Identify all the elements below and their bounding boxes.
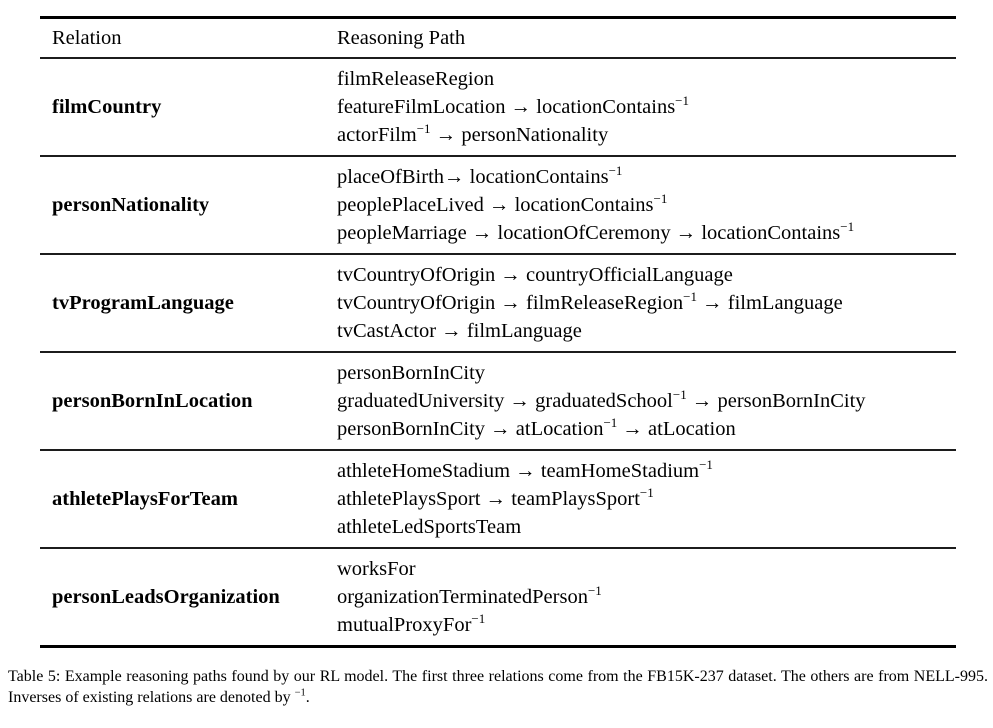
- inverse-superscript: −1: [471, 611, 486, 627]
- inverse-superscript: −1: [608, 163, 623, 179]
- reasoning-path: actorFilm−1 → personNationality: [337, 121, 609, 146]
- reasoning-paths-cell: worksFor organizationTerminatedPerson−1 mu…: [337, 549, 956, 645]
- inverse-superscript: −1: [603, 415, 618, 431]
- reasoning-path: graduatedUniversity → graduatedSchool−1 …: [337, 387, 866, 412]
- inverse-superscript: −1: [653, 191, 668, 207]
- table-caption: Table 5: Example reasoning paths found b…: [8, 668, 988, 706]
- reasoning-path: placeOfBirth→ locationContains−1: [337, 163, 623, 188]
- relation-name: personLeadsOrganization: [52, 585, 280, 608]
- relation-name: personNationality: [52, 193, 210, 216]
- inverse-superscript: −1: [672, 387, 687, 403]
- reasoning-paths-cell: personBornInCity graduatedUniversity → gr…: [337, 353, 956, 449]
- reasoning-path: featureFilmLocation → locationContains−1: [337, 93, 690, 118]
- table-row: athletePlaysForTeam athleteHomeStadium → …: [40, 451, 956, 549]
- inverse-superscript: −1: [675, 93, 690, 109]
- reasoning-paths-cell: placeOfBirth→ locationContains−1 peoplePl…: [337, 157, 956, 253]
- relation-name: athletePlaysForTeam: [52, 487, 238, 510]
- reasoning-path: tvCastActor → filmLanguage: [337, 320, 582, 342]
- reasoning-path: tvCountryOfOrigin → countryOfficialLangu…: [337, 264, 733, 286]
- reasoning-path: athleteLedSportsTeam: [337, 516, 522, 538]
- relation-name: personBornInLocation: [52, 389, 253, 412]
- reasoning-path: athletePlaysSport → teamPlaysSport−1: [337, 485, 654, 510]
- inverse-superscript: −1: [587, 583, 602, 599]
- reasoning-path: organizationTerminatedPerson−1: [337, 583, 602, 608]
- reasoning-paths-cell: athleteHomeStadium → teamHomeStadium−1 at…: [337, 451, 956, 547]
- table-row: personNationality placeOfBirth→ locationC…: [40, 157, 956, 255]
- inverse-superscript: −1: [699, 457, 713, 473]
- column-header-reasoning-path: Reasoning Path: [337, 26, 466, 49]
- column-header-relation: Relation: [52, 26, 122, 49]
- relation-name: tvProgramLanguage: [52, 291, 234, 314]
- relation-name: filmCountry: [52, 95, 162, 118]
- reasoning-path: mutualProxyFor−1: [337, 611, 486, 636]
- reasoning-path: personBornInCity → atLocation−1 → atLoca…: [337, 415, 736, 440]
- table-header-row: Relation Reasoning Path: [40, 19, 956, 59]
- inverse-superscript: −1: [639, 485, 654, 501]
- reasoning-path: athleteHomeStadium → teamHomeStadium−1: [337, 457, 713, 482]
- table-body: filmCountry filmReleaseRegion featureFilmL…: [40, 59, 956, 645]
- reasoning-paths-cell: tvCountryOfOrigin → countryOfficialLangu…: [337, 255, 956, 351]
- inverse-superscript: −1: [840, 219, 855, 235]
- reasoning-path: personBornInCity: [337, 362, 486, 384]
- table-row: personLeadsOrganization worksFor organizat…: [40, 549, 956, 645]
- reasoning-paths-cell: filmReleaseRegion featureFilmLocation → l…: [337, 59, 956, 155]
- inverse-superscript: −1: [416, 121, 431, 137]
- reasoning-path: peopleMarriage → locationOfCeremony → lo…: [337, 219, 855, 244]
- table-row: filmCountry filmReleaseRegion featureFilmL…: [40, 59, 956, 157]
- inverse-superscript: −1: [294, 687, 306, 699]
- reasoning-path: worksFor: [337, 558, 416, 580]
- paper-page: Relation Reasoning Path filmCountry filmR…: [0, 16, 993, 728]
- reasoning-paths-table: Relation Reasoning Path filmCountry filmR…: [40, 16, 956, 648]
- reasoning-path: peoplePlaceLived → locationContains−1: [337, 191, 668, 216]
- inverse-superscript: −1: [683, 289, 698, 305]
- table-row: personBornInLocation personBornInCity grad…: [40, 353, 956, 451]
- table-row: tvProgramLanguage tvCountryOfOrigin → cou…: [40, 255, 956, 353]
- reasoning-path: tvCountryOfOrigin → filmReleaseRegion−1 …: [337, 289, 843, 314]
- reasoning-path: filmReleaseRegion: [337, 68, 495, 90]
